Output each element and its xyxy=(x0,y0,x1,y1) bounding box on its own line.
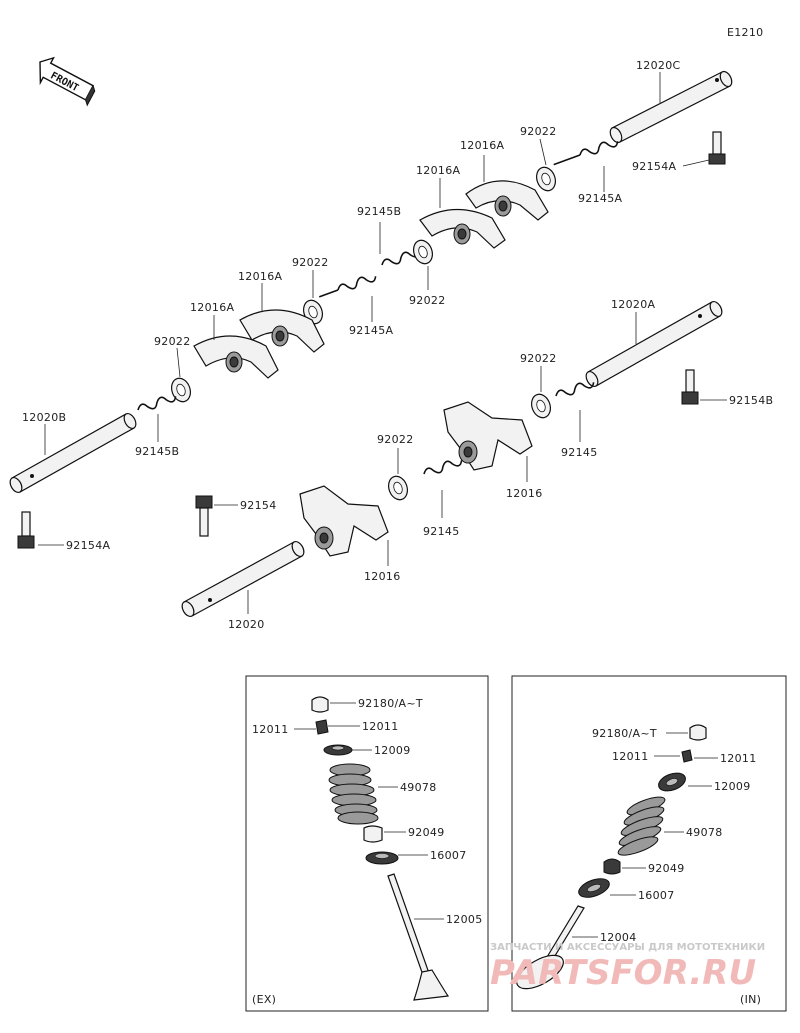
in-cotter-92180 xyxy=(689,724,707,741)
ex-keeper-12011 xyxy=(315,719,329,735)
label-12020a: 12020A xyxy=(611,298,655,311)
in-label-seal: 92049 xyxy=(648,862,685,875)
watermark-line2: PARTSFOR.RU xyxy=(490,953,756,993)
label-92145b-top: 92145B xyxy=(357,205,401,218)
shaft-12020b xyxy=(9,412,137,494)
ex-label-keeper-left: 12011 xyxy=(252,723,289,736)
label-92022-r: 92022 xyxy=(520,352,557,365)
ex-valve-12005 xyxy=(387,873,450,1001)
label-92154a-top: 92154A xyxy=(632,160,676,173)
spring-92145a-top xyxy=(553,136,620,166)
spring-92145b-left xyxy=(135,391,178,415)
label-12016-c: 12016 xyxy=(364,570,401,583)
in-label-seat: 16007 xyxy=(638,889,675,902)
label-12020c: 12020C xyxy=(636,59,680,72)
ex-label-seal: 92049 xyxy=(408,826,445,839)
in-valve-12004 xyxy=(516,905,585,990)
in-valve-spring-49078 xyxy=(617,796,666,856)
in-label-keeper-left: 12011 xyxy=(612,750,649,763)
shaft-12020c xyxy=(609,70,733,144)
rocker-arm-12016a-1 xyxy=(465,180,549,221)
in-label-keeper-right: 12011 xyxy=(720,752,757,765)
ex-label-spring: 49078 xyxy=(400,781,437,794)
diagram-code: E1210 xyxy=(727,26,763,39)
label-92022-a: 92022 xyxy=(292,256,329,269)
label-92145a-mid: 92145A xyxy=(349,324,393,337)
in-valve-box xyxy=(511,675,787,1012)
label-92154b: 92154B xyxy=(729,394,773,407)
in-label-cotter: 92180/A~T xyxy=(592,727,657,740)
ex-label-retainer: 12009 xyxy=(374,744,411,757)
ex-label-valve: 12005 xyxy=(446,913,483,926)
ex-label-cotter: 92180/A~T xyxy=(358,697,423,710)
label-92145-r: 92145 xyxy=(561,446,598,459)
label-92022-left: 92022 xyxy=(154,335,191,348)
bolt-92154a-left xyxy=(17,511,35,549)
label-92145-c: 92145 xyxy=(423,525,460,538)
label-12016a-1: 12016A xyxy=(460,139,504,152)
ex-cotter-92180 xyxy=(311,696,329,713)
label-92154a-left: 92154A xyxy=(66,539,110,552)
spring-92145-c xyxy=(421,455,464,479)
label-12016-r: 12016 xyxy=(506,487,543,500)
shaft-12020 xyxy=(181,540,305,618)
label-92145a-top: 92145A xyxy=(578,192,622,205)
in-label-valve: 12004 xyxy=(600,931,637,944)
in-keeper-12011 xyxy=(681,749,693,763)
watermark-line1: ЗАПЧАСТИ И АКСЕССУАРЫ ДЛЯ МОТОТЕХНИКИ xyxy=(490,942,765,953)
label-92022-mid: 92022 xyxy=(409,294,446,307)
in-label-spring: 49078 xyxy=(686,826,723,839)
label-12016a-2: 12016A xyxy=(416,164,460,177)
bolt-92154 xyxy=(195,495,213,537)
rocker-arm-12016a-2 xyxy=(419,208,506,249)
rocker-arm-12016a-3 xyxy=(239,309,325,353)
spring-92145a-mid xyxy=(318,271,378,298)
ex-valve-box xyxy=(245,675,489,1012)
label-92154: 92154 xyxy=(240,499,277,512)
label-92022-top: 92022 xyxy=(520,125,557,138)
bolt-92154a-top xyxy=(708,131,726,165)
label-12020b: 12020B xyxy=(22,411,66,424)
ex-tag: (EX) xyxy=(252,993,276,1006)
label-92022-c: 92022 xyxy=(377,433,414,446)
ex-label-keeper-right: 12011 xyxy=(362,720,399,733)
rocker-arm-12016-r xyxy=(443,401,533,471)
front-arrow-icon: FRONT xyxy=(39,56,96,107)
label-12016a-3: 12016A xyxy=(238,270,282,283)
label-92145b-left: 92145B xyxy=(135,445,179,458)
shaft-12020a xyxy=(585,300,723,388)
ex-stem-seal-92049 xyxy=(363,825,383,843)
ex-valve-spring-49078 xyxy=(328,763,379,825)
label-12016a-4: 12016A xyxy=(190,301,234,314)
in-tag: (IN) xyxy=(740,993,761,1006)
rocker-arm-12016-c xyxy=(299,485,389,557)
in-label-retainer: 12009 xyxy=(714,780,751,793)
label-12020: 12020 xyxy=(228,618,265,631)
ex-label-seat: 16007 xyxy=(430,849,467,862)
bolt-92154b xyxy=(681,369,699,405)
in-stem-seal-92049 xyxy=(603,858,621,875)
rocker-arm-12016a-4 xyxy=(193,335,279,379)
